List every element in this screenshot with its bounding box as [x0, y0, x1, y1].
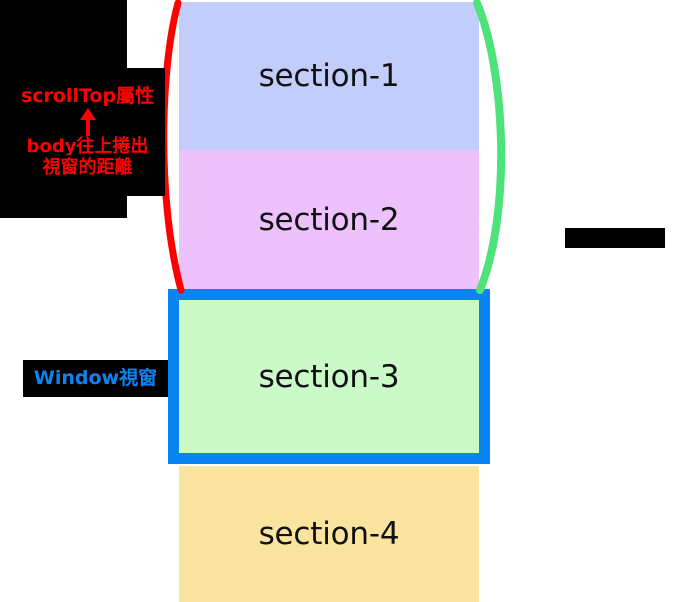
label-occluder-bar [565, 228, 665, 248]
section-block-3: section-3 [179, 300, 479, 453]
window-viewport-frame: section-3 [168, 289, 490, 464]
scroll-top-callout-line-2: body往上捲出 [26, 136, 149, 158]
section-4-label: section-4 [258, 516, 400, 552]
section-block-4: section-4 [179, 466, 479, 602]
arrow-up-icon [77, 107, 99, 137]
section-1-label: section-1 [258, 58, 400, 94]
scroll-top-callout-box: scrollTop屬性 body往上捲出 視窗的距離 [10, 68, 165, 196]
section-block-2: section-2 [179, 150, 479, 290]
window-viewport-callout-box: Window視窗 [23, 360, 168, 397]
scroll-top-callout-line-1: scrollTop屬性 [20, 85, 155, 108]
window-viewport-callout-label: Window視窗 [33, 366, 158, 389]
section-3-label: section-3 [258, 358, 400, 395]
section-2-label: section-2 [258, 202, 400, 238]
green-right-brace-icon [473, 0, 506, 294]
scroll-top-callout-line-3: 視窗的距離 [42, 156, 133, 178]
section-block-1: section-1 [179, 2, 479, 150]
